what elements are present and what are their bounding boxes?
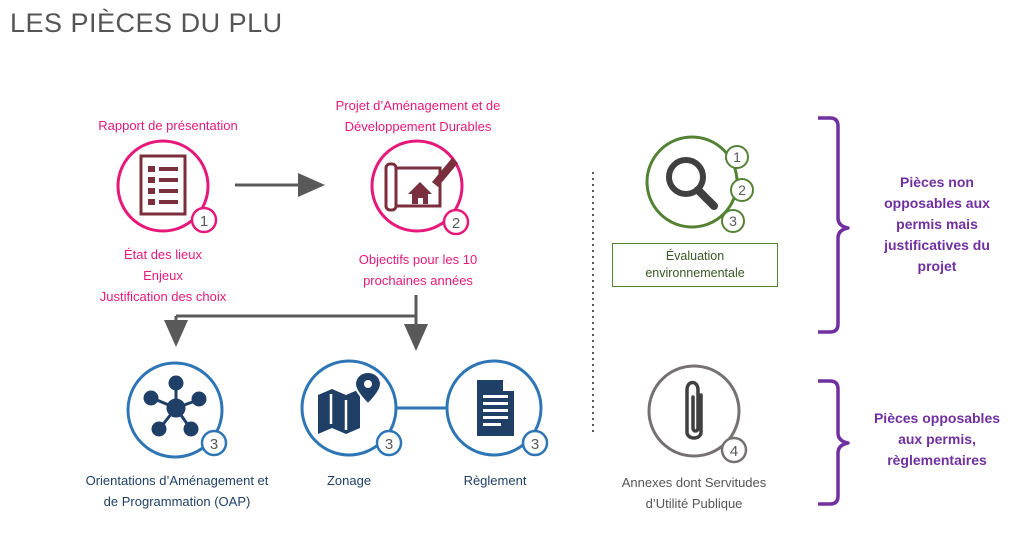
- network-icon: [143, 375, 207, 437]
- annexes-node: 4: [647, 364, 748, 464]
- oap-label-line: de Programmation (OAP): [103, 494, 251, 509]
- rapport-heading: Rapport de présentation: [98, 118, 238, 133]
- padd-number-badge: 2: [452, 215, 460, 232]
- evaluation-label-line: environnementale: [645, 266, 745, 280]
- brace-non-opposables: [818, 116, 850, 334]
- evaluation-node: 1 2 3: [645, 135, 754, 233]
- rapport-items: État des lieux Enjeux Justification des …: [70, 244, 256, 307]
- group-label-line: permis mais: [896, 216, 978, 232]
- evaluation-label-line: Évaluation: [665, 249, 725, 263]
- rapport-item: Enjeux: [143, 268, 183, 283]
- group-label-line: Pièces opposables: [873, 410, 1001, 426]
- zonage-label: Zonage: [326, 473, 372, 488]
- annexes-number-badge: 4: [730, 443, 738, 460]
- rapport-node: 1: [116, 139, 218, 234]
- evaluation-number-badge-2: 2: [738, 182, 746, 198]
- oap-number-badge: 3: [210, 436, 218, 453]
- padd-heading-line: Projet d’Aménagement et de: [335, 98, 501, 113]
- padd-heading: Projet d’Aménagement et de Développement…: [315, 95, 521, 137]
- reglement-node: 3: [445, 359, 549, 457]
- annexes-label: Annexes dont Servitudes d’Utilité Publiq…: [610, 472, 778, 514]
- zonage-number-badge: 3: [385, 436, 393, 453]
- group-label-line: aux permis,: [898, 431, 976, 447]
- padd-heading-line: Développement Durables: [344, 119, 492, 134]
- group-opposables: Pièces opposables aux permis, règlementa…: [862, 408, 1012, 471]
- evaluation-number-badge-3: 3: [729, 213, 737, 229]
- page-title: LES PIÈCES DU PLU: [10, 8, 283, 38]
- oap-node: 3: [126, 361, 228, 459]
- oap-label-line: Orientations d’Aménagement et: [85, 473, 269, 488]
- group-non-opposables: Pièces non opposables aux permis mais ju…: [862, 172, 1012, 277]
- brace-opposables: [818, 379, 850, 506]
- group-label-line: opposables aux: [884, 195, 990, 211]
- group-label-line: projet: [917, 258, 957, 274]
- reglement-number-badge: 3: [531, 436, 539, 453]
- blueprint-house-icon: [384, 158, 458, 212]
- padd-node: 2: [370, 139, 470, 236]
- document-icon: [477, 380, 514, 436]
- annexes-label-line: d’Utilité Publique: [645, 496, 743, 511]
- annexes-label-line: Annexes dont Servitudes: [621, 475, 767, 490]
- padd-description: Objectifs pour les 10 prochaines années: [333, 249, 503, 291]
- rapport-item: État des lieux: [123, 247, 203, 262]
- group-label-line: justificatives du: [884, 237, 990, 253]
- evaluation-label: Évaluation environnementale: [612, 243, 778, 287]
- rapport-item: Justification des choix: [99, 289, 227, 304]
- magnifier-icon: [666, 157, 718, 210]
- map-pin-icon: [318, 370, 383, 434]
- list-document-icon: [139, 154, 187, 216]
- group-label-line: règlementaires: [887, 452, 987, 468]
- oap-label: Orientations d’Aménagement et de Program…: [62, 470, 292, 512]
- reglement-label: Règlement: [463, 473, 527, 488]
- zonage-node: 3: [300, 359, 403, 457]
- connector-tree: [164, 295, 428, 351]
- rapport-number-badge: 1: [200, 213, 208, 230]
- paperclip-icon: [685, 380, 703, 440]
- padd-description-line: Objectifs pour les 10: [358, 252, 478, 267]
- padd-description-line: prochaines années: [363, 273, 473, 288]
- group-label-line: Pièces non: [900, 174, 974, 190]
- evaluation-number-badge-1: 1: [733, 149, 741, 165]
